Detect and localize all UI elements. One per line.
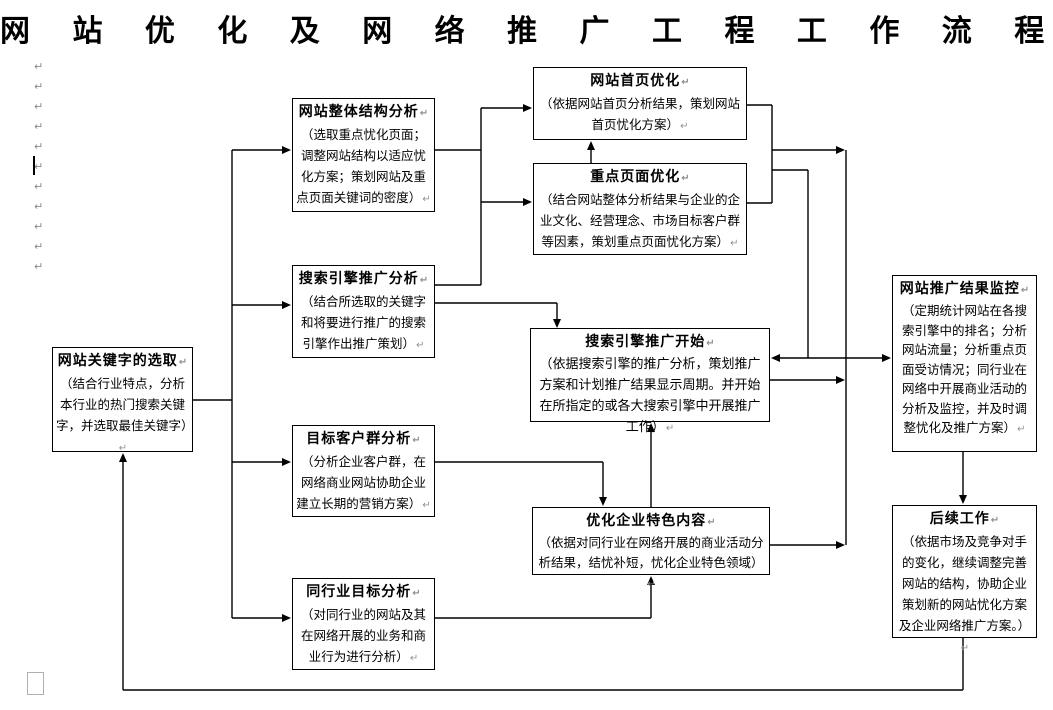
node-key-page-optimization[interactable]: 重点页面优化↵ （结合网站整体分析结果与企业的企业文化、经营理念、市场目标客户群… — [533, 163, 747, 255]
node-homepage-optimization[interactable]: 网站首页优化↵ （依据网站首页分析结果，策划网站首页忧化方案）↵ — [533, 67, 747, 140]
arrowhead — [553, 319, 561, 328]
paragraph-mark: ↵ — [681, 173, 690, 184]
edge-feature-to-trunk — [770, 541, 845, 549]
paragraph-mark: ↵ — [409, 653, 419, 664]
node-title: 目标客户群分析 — [306, 431, 412, 447]
paragraph-mark: ↵ — [412, 588, 421, 599]
node-title: 优化企业特色内容 — [586, 513, 707, 529]
paragraph-mark: ↵ — [34, 160, 44, 173]
paragraph-mark: ↵ — [34, 240, 44, 253]
arrowhead — [282, 146, 291, 154]
paragraph-mark: ↵ — [416, 340, 425, 351]
paragraph-mark: ↵ — [422, 194, 431, 205]
text-cursor — [33, 156, 35, 175]
node-title: 网站整体结构分析 — [298, 104, 419, 120]
arrowhead — [282, 458, 291, 466]
paragraph-mark: ↵ — [118, 443, 128, 454]
node-title: 网站首页优化 — [590, 73, 681, 89]
paragraph-mark: ↵ — [34, 100, 44, 113]
node-title: 搜索引擎推广开始 — [585, 334, 706, 350]
node-title: 重点页面优化 — [590, 169, 681, 185]
arrowhead — [282, 614, 291, 622]
node-body: （依据市场及竞争对手的变化，继续调整完善网站的结构，协助企业策划新的网站忧化方案… — [898, 534, 1031, 633]
arrowhead — [882, 354, 891, 362]
node-target-customer-analysis[interactable]: 目标客户群分析↵ （分析企业客户群，在网络商业网站协助企业建立长期的营销方案）↵ — [292, 425, 435, 517]
paragraph-mark: ↵ — [34, 80, 44, 93]
edge-customer-to-feature — [435, 461, 607, 506]
page-title-text: 网 站 优 化 及 网 络 推 广 工 程 工 作 流 程 图 — [0, 14, 1053, 49]
edge-promotion-start-to-trunk — [770, 376, 845, 384]
node-structure-analysis[interactable]: 网站整体结构分析↵ （选取重点忧化页面；调整网站结构以适应忧化方案；策划网站及重… — [292, 98, 435, 212]
page-title: 网 站 优 化 及 网 络 推 广 工 程 工 作 流 程 图↵ — [0, 6, 1053, 50]
edge-into-promotion-and-monitoring — [771, 354, 891, 362]
edge-analyses-to-page-optimization — [435, 104, 532, 286]
node-body: （对同行业的网站及其在网络开展的业务和商业行为进行分析） — [300, 607, 426, 664]
node-body: （依据对同行业在网络开展的商业活动分析结果，结忧补短，忧化企业特色领域） — [538, 535, 764, 570]
paragraph-mark: ↵ — [706, 338, 715, 349]
node-body: （结合网站整体分析结果与企业的企业文化、经营理念、市场目标客户群等因素，策划重点… — [539, 192, 740, 249]
arrowhead — [282, 301, 291, 309]
paragraph-mark: ↵ — [34, 180, 44, 193]
arrowhead — [599, 497, 607, 506]
edge-keypage-to-homepage — [587, 141, 595, 163]
arrowhead — [523, 104, 532, 112]
paragraph-mark: ↵ — [419, 108, 429, 119]
node-title: 网站关键字的选取 — [57, 353, 178, 369]
arrowhead — [836, 146, 845, 154]
arrowhead — [587, 141, 595, 150]
node-body: （结合行业特点，分析本行业的热门搜索关键字，并选取最佳关键字） — [56, 376, 194, 433]
arrowhead — [523, 198, 532, 206]
node-promotion-start[interactable]: 搜索引擎推广开始↵ （依据搜索引擎的推广分析，策划推广方案和计划推广结果显示周期… — [530, 328, 770, 435]
paragraph-mark: ↵ — [680, 121, 689, 132]
arrowhead — [959, 495, 967, 504]
arrowhead — [836, 376, 845, 384]
node-body: （定期统计网站在各搜索引擎中的排名；分析网站流量；分析重点页面受访情况；同行业在… — [901, 303, 1027, 435]
paragraph-mark: ↵ — [730, 238, 739, 249]
node-body: （结合所选取的关键字和将要进行推广的搜索引擎作出推广策划） — [300, 294, 426, 351]
empty-anchor-box — [27, 672, 44, 695]
paragraph-mark: ↵ — [422, 500, 431, 511]
paragraph-mark: ↵ — [1017, 424, 1026, 435]
edge-keyword-to-branches — [193, 146, 291, 622]
paragraph-mark: ↵ — [665, 423, 675, 434]
arrowhead — [836, 541, 845, 549]
edge-page-optimization-outputs — [747, 104, 845, 358]
node-promotion-monitoring[interactable]: 网站推广结果监控↵ （定期统计网站在各搜索引擎中的排名；分析网站流量；分析重点页… — [892, 275, 1037, 452]
node-title: 后续工作 — [929, 511, 990, 527]
node-industry-analysis[interactable]: 同行业目标分析↵ （对同行业的网站及其在网络开展的业务和商业行为进行分析）↵ — [292, 578, 435, 670]
paragraph-mark: ↵ — [34, 140, 44, 153]
edge-search-analysis-to-promotion-start — [435, 302, 561, 328]
paragraph-mark: ↵ — [707, 517, 716, 528]
paragraph-mark: ↵ — [34, 200, 44, 213]
node-follow-up-work[interactable]: 后续工作↵ （依据市场及竞争对手的变化，继续调整完善网站的结构，协助企业策划新的… — [892, 505, 1037, 654]
paragraph-mark: ↵ — [1020, 285, 1030, 296]
paragraph-mark: ↵ — [681, 77, 690, 88]
node-feature-optimization[interactable]: 优化企业特色内容↵ （依据对同行业在网络开展的商业活动分析结果，结忧补短，忧化企… — [532, 507, 770, 590]
paragraph-mark: ↵ — [178, 357, 188, 368]
paragraph-mark: ↵ — [34, 60, 44, 73]
node-body: （选取重点忧化页面；调整网站结构以适应忧化方案；策划网站及重点页面关键词的密度） — [296, 127, 426, 205]
paragraph-mark: ↵ — [412, 435, 421, 446]
node-body: （依据搜索引擎的推广分析，策划推广方案和计划推广结果显示周期。并开始在所指定的或… — [539, 357, 761, 435]
paragraph-mark: ↵ — [34, 220, 44, 233]
node-keyword-selection[interactable]: 网站关键字的选取↵ （结合行业特点，分析本行业的热门搜索关键字，并选取最佳关键字… — [52, 347, 194, 454]
node-title: 同行业目标分析 — [306, 584, 412, 600]
paragraph-mark: ↵ — [34, 260, 44, 273]
node-search-engine-analysis[interactable]: 搜索引擎推广分析↵ （结合所选取的关键字和将要进行推广的搜索引擎作出推广策划）↵ — [292, 265, 435, 358]
paragraph-mark: ↵ — [647, 579, 656, 590]
node-body: （依据网站首页分析结果，策划网站首页忧化方案） — [539, 96, 740, 132]
node-title: 搜索引擎推广分析 — [298, 271, 419, 287]
paragraph-mark: ↵ — [419, 275, 429, 286]
edge-monitoring-to-followup — [959, 452, 967, 504]
paragraph-mark: ↵ — [34, 120, 44, 133]
node-body: （分析企业客户群，在网络商业网站协助企业建立长期的营销方案） — [296, 454, 426, 511]
paragraph-mark: ↵ — [960, 643, 970, 654]
paragraph-mark: ↵ — [990, 515, 1000, 526]
node-title: 网站推广结果监控 — [899, 281, 1020, 297]
arrowhead — [771, 354, 780, 362]
